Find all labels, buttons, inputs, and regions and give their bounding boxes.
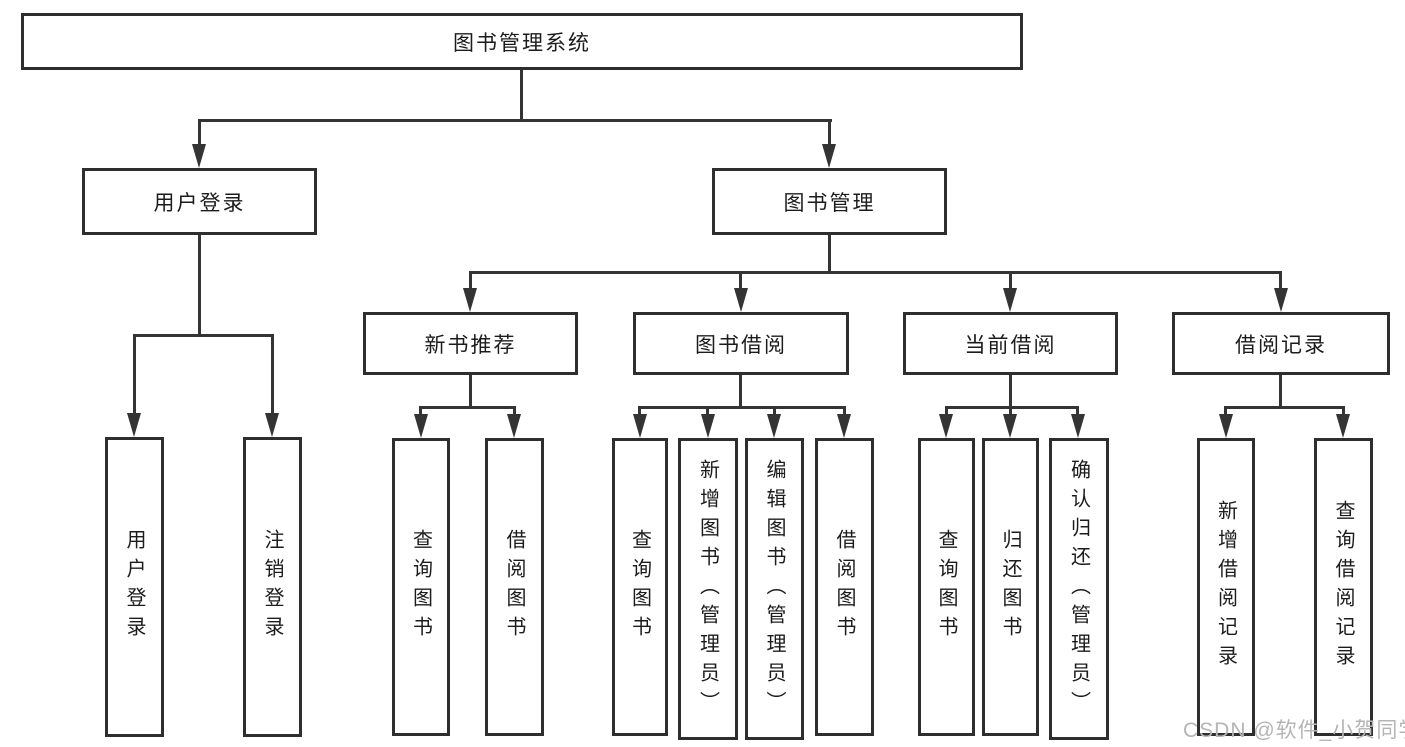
node-borrowing-records: 借阅记录 [1172, 312, 1390, 375]
node-leaf-borrow-books: 借阅图书 [485, 438, 544, 736]
node-leaf-query-books: 查询图书 [918, 438, 975, 736]
arrow-down-icon [633, 414, 647, 438]
node-leaf-logout: 注销登录 [243, 437, 302, 737]
node-book-management: 图书管理 [712, 168, 947, 235]
arrow-down-icon [1071, 414, 1085, 438]
node-label: 图书借阅 [695, 333, 787, 357]
node-library-management-system: 图书管理系统 [21, 13, 1023, 70]
node-label: 查询图书 [628, 529, 651, 645]
connector-line [828, 233, 831, 273]
connector-line [1342, 406, 1345, 417]
connector-line [1224, 406, 1227, 417]
connector-line [773, 406, 776, 417]
connector-line [739, 271, 742, 290]
connector-line [419, 406, 516, 409]
connector-line [469, 373, 472, 409]
connector-line [1076, 406, 1079, 417]
connector-line [1279, 271, 1282, 290]
connector-line [520, 67, 523, 121]
node-label: 查询图书 [409, 529, 432, 645]
connector-line [1009, 271, 1012, 290]
arrow-down-icon [414, 414, 428, 438]
node-current-borrowing: 当前借阅 [903, 312, 1118, 375]
node-label: 图书管理 [783, 191, 876, 215]
connector-line [469, 271, 1282, 274]
node-label: 用户登录 [153, 191, 246, 215]
connector-line [638, 406, 846, 409]
node-leaf-query-borrow-record: 查询借阅记录 [1314, 438, 1373, 736]
node-label: 确认归还（管理员） [1067, 458, 1090, 720]
arrow-down-icon [701, 414, 715, 438]
arrow-down-icon [767, 414, 781, 438]
connector-line [1279, 373, 1282, 409]
node-label: 用户登录 [123, 529, 145, 645]
connector-line [1009, 373, 1012, 409]
node-leaf-edit-books-admin: 编辑图书（管理员） [745, 438, 804, 740]
node-label: 查询图书 [935, 529, 957, 645]
node-leaf-add-books-admin: 新增图书（管理员） [678, 438, 738, 740]
connector-line [638, 406, 641, 417]
arrow-down-icon [734, 288, 748, 312]
arrow-down-icon [837, 414, 851, 438]
connector-line [1009, 406, 1012, 417]
connector-line [706, 406, 709, 417]
node-label: 编辑图书（管理员） [763, 458, 785, 720]
connector-line [198, 119, 201, 147]
arrow-down-icon [463, 288, 477, 312]
node-label: 借阅图书 [833, 529, 855, 645]
connector-line [133, 334, 274, 337]
connector-line [739, 373, 742, 409]
connector-line [133, 334, 136, 414]
node-label: 查询借阅记录 [1332, 500, 1354, 674]
connector-line [1224, 406, 1345, 409]
connector-line [419, 406, 422, 417]
node-leaf-borrow-books: 借阅图书 [815, 438, 874, 736]
node-label: 新增借阅记录 [1214, 500, 1237, 674]
arrow-down-icon [1003, 288, 1017, 312]
node-new-book-recommend: 新书推荐 [363, 312, 578, 375]
node-book-borrowing: 图书借阅 [633, 312, 849, 375]
node-leaf-add-borrow-record: 新增借阅记录 [1197, 438, 1255, 736]
arrow-down-icon [1219, 414, 1233, 438]
node-label: 图书管理系统 [453, 31, 591, 55]
node-label: 新增图书（管理员） [696, 458, 719, 720]
node-label: 归还图书 [999, 529, 1021, 645]
node-label: 借阅记录 [1235, 333, 1327, 357]
node-leaf-return-books: 归还图书 [982, 438, 1039, 736]
arrow-down-icon [1003, 414, 1017, 438]
node-leaf-query-books: 查询图书 [612, 438, 668, 736]
node-leaf-query-books: 查询图书 [392, 438, 450, 736]
connector-line [828, 119, 831, 147]
connector-line [198, 233, 201, 336]
arrow-down-icon [1336, 414, 1350, 438]
arrow-down-icon [265, 413, 279, 437]
arrow-down-icon [1274, 288, 1288, 312]
arrow-down-icon [127, 413, 141, 437]
node-leaf-confirm-return-admin: 确认归还（管理员） [1049, 438, 1109, 740]
arrow-down-icon [822, 144, 836, 168]
node-label: 当前借阅 [964, 333, 1057, 357]
connector-line [945, 406, 1079, 409]
node-label: 新书推荐 [424, 333, 517, 357]
connector-line [271, 334, 274, 414]
node-label: 注销登录 [261, 529, 283, 645]
node-label: 借阅图书 [503, 529, 525, 645]
arrow-down-icon [192, 144, 206, 168]
arrow-down-icon [507, 414, 521, 438]
connector-line [843, 406, 846, 417]
connector-line [469, 271, 472, 290]
node-user-login: 用户登录 [82, 168, 317, 235]
arrow-down-icon [939, 414, 953, 438]
csdn-watermark: CSDN @软件_小贺同学 [1183, 719, 1405, 742]
connector-line [198, 119, 832, 122]
node-leaf-user-login: 用户登录 [105, 437, 164, 737]
connector-line [945, 406, 948, 417]
connector-line [513, 406, 516, 417]
